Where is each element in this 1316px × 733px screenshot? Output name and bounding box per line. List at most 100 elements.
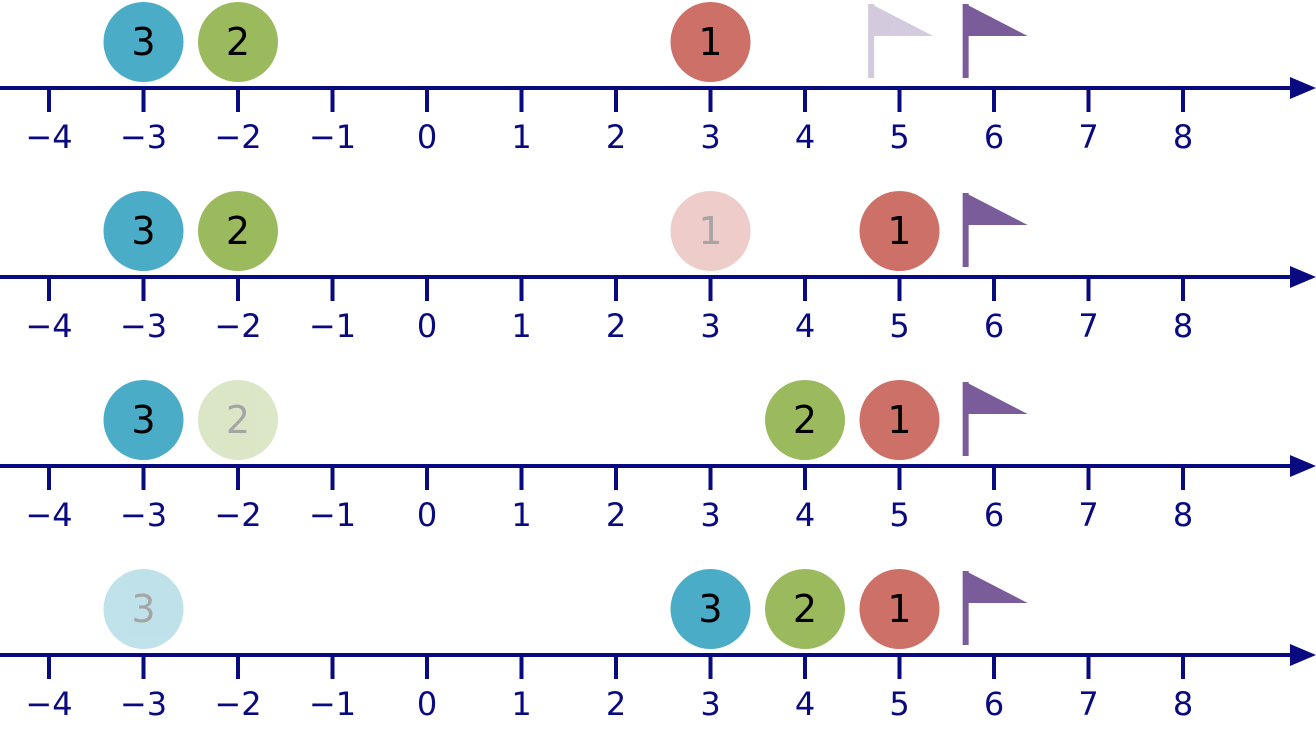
ball-circle bbox=[765, 569, 845, 649]
ball-label: 1 bbox=[698, 20, 722, 64]
ball-label: 2 bbox=[226, 209, 250, 253]
tick-label: −4 bbox=[25, 496, 72, 534]
tick-label: 0 bbox=[417, 307, 437, 345]
ball-circle bbox=[859, 191, 940, 271]
tick-label: 5 bbox=[889, 307, 909, 345]
ball-circle bbox=[859, 569, 940, 649]
flag-icon bbox=[962, 4, 1028, 78]
tick-label: 1 bbox=[511, 685, 531, 723]
ball-label: 1 bbox=[887, 398, 911, 442]
ball-label: 3 bbox=[131, 398, 155, 442]
tick-label: 2 bbox=[606, 307, 626, 345]
ball-1: 1 bbox=[859, 191, 940, 271]
tick-label: −3 bbox=[120, 307, 167, 345]
tick-label: 3 bbox=[700, 685, 720, 723]
tick-label: 1 bbox=[511, 496, 531, 534]
axis-arrowhead bbox=[1290, 77, 1316, 99]
ball-label: 2 bbox=[793, 587, 817, 631]
axis-arrowhead bbox=[1290, 455, 1316, 477]
tick-label: 6 bbox=[984, 685, 1004, 723]
tick-label: 0 bbox=[417, 496, 437, 534]
ball-circle bbox=[103, 569, 184, 649]
tick-label: 7 bbox=[1078, 307, 1098, 345]
ball-2: 2 bbox=[765, 380, 845, 460]
tick-label: 6 bbox=[984, 118, 1004, 156]
ball-circle bbox=[198, 380, 278, 460]
flag-pole bbox=[962, 382, 969, 456]
flag-icon bbox=[868, 4, 934, 78]
tick-label: −2 bbox=[214, 307, 261, 345]
tick-label: 2 bbox=[606, 496, 626, 534]
ball-circle bbox=[103, 191, 184, 271]
flag-pennant bbox=[965, 4, 1028, 36]
tick-label: 6 bbox=[984, 307, 1004, 345]
flag-pole bbox=[962, 571, 969, 645]
ball-label: 1 bbox=[698, 209, 722, 253]
tick-label: −1 bbox=[309, 685, 356, 723]
tick-label: 8 bbox=[1173, 307, 1193, 345]
ball-3: 3 bbox=[103, 569, 184, 649]
tick-label: 3 bbox=[700, 307, 720, 345]
tick-label: 5 bbox=[889, 685, 909, 723]
ball-label: 2 bbox=[226, 398, 250, 442]
tick-label: 4 bbox=[795, 118, 815, 156]
flag-pennant bbox=[965, 193, 1028, 225]
ball-2: 2 bbox=[198, 380, 278, 460]
ball-2: 2 bbox=[198, 191, 278, 271]
ball-label: 3 bbox=[131, 20, 155, 64]
tick-label: −1 bbox=[309, 307, 356, 345]
tick-label: 8 bbox=[1173, 685, 1193, 723]
tick-label: 7 bbox=[1078, 496, 1098, 534]
ball-label: 2 bbox=[226, 20, 250, 64]
ball-circle bbox=[198, 2, 278, 82]
ball-label: 3 bbox=[131, 587, 155, 631]
ball-circle bbox=[765, 380, 845, 460]
tick-label: 1 bbox=[511, 118, 531, 156]
flag-pole bbox=[962, 4, 969, 78]
flag-pennant bbox=[965, 382, 1028, 414]
ball-1: 1 bbox=[859, 380, 940, 460]
ball-circle bbox=[103, 2, 184, 82]
tick-label: −3 bbox=[120, 685, 167, 723]
tick-label: 7 bbox=[1078, 685, 1098, 723]
axis-arrowhead bbox=[1290, 644, 1316, 666]
ball-label: 2 bbox=[793, 398, 817, 442]
flag-icon bbox=[962, 193, 1028, 267]
ball-1: 1 bbox=[670, 2, 751, 82]
tick-label: −1 bbox=[309, 496, 356, 534]
tick-label: 8 bbox=[1173, 496, 1193, 534]
tick-label: −1 bbox=[309, 118, 356, 156]
flag-icon bbox=[962, 382, 1028, 456]
tick-label: −4 bbox=[25, 685, 72, 723]
ball-label: 3 bbox=[131, 209, 155, 253]
ball-2: 2 bbox=[198, 2, 278, 82]
ball-3: 3 bbox=[103, 380, 184, 460]
ball-1: 1 bbox=[670, 191, 751, 271]
ball-label: 1 bbox=[887, 587, 911, 631]
flag-pole bbox=[962, 193, 969, 267]
ball-circle bbox=[670, 569, 751, 649]
tick-label: 2 bbox=[606, 118, 626, 156]
ball-1: 1 bbox=[859, 569, 940, 649]
tick-label: −4 bbox=[25, 118, 72, 156]
tick-label: 3 bbox=[700, 118, 720, 156]
tick-label: 4 bbox=[795, 685, 815, 723]
flag-icon bbox=[962, 571, 1028, 645]
tick-label: 8 bbox=[1173, 118, 1193, 156]
tick-label: 0 bbox=[417, 118, 437, 156]
ball-2: 2 bbox=[765, 569, 845, 649]
ball-circle bbox=[859, 380, 940, 460]
tick-label: −2 bbox=[214, 496, 261, 534]
tick-label: 7 bbox=[1078, 118, 1098, 156]
ball-circle bbox=[198, 191, 278, 271]
tick-label: 5 bbox=[889, 118, 909, 156]
axis-arrowhead bbox=[1290, 266, 1316, 288]
ball-circle bbox=[670, 191, 751, 271]
tick-label: −3 bbox=[120, 496, 167, 534]
